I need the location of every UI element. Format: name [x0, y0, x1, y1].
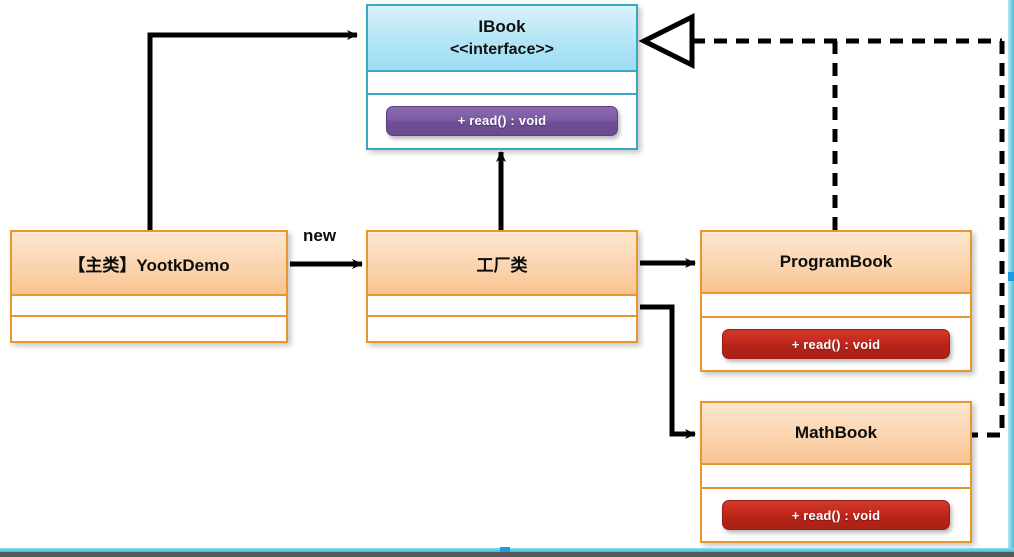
yootkdemo-operations-compartment — [12, 317, 286, 341]
edge-factory-to-mathbook — [640, 304, 696, 439]
edge-yootkdemo-to-ibook — [147, 30, 358, 236]
ibook-method-read[interactable]: + read() : void — [386, 105, 618, 136]
class-box-factory[interactable]: 工厂类 — [366, 230, 638, 343]
programbook-method-read[interactable]: + read() : void — [722, 329, 950, 359]
edge-realization-to-ibook — [638, 12, 1005, 438]
ibook-attributes-compartment — [368, 72, 636, 95]
programbook-title: ProgramBook — [779, 252, 893, 271]
programbook-attributes-compartment — [702, 294, 970, 318]
yootkdemo-header: 【主类】YootkDemo — [12, 232, 286, 296]
mathbook-title: MathBook — [794, 423, 878, 442]
ibook-stereotype: <<interface>> — [449, 40, 555, 58]
mathbook-header: MathBook — [702, 403, 970, 465]
factory-title: 工厂类 — [476, 255, 528, 275]
programbook-header: ProgramBook — [702, 232, 970, 294]
ibook-operations-compartment: + read() : void — [368, 95, 636, 146]
mathbook-method-read[interactable]: + read() : void — [722, 500, 950, 530]
ibook-title: IBook — [478, 16, 526, 36]
class-box-programbook[interactable]: ProgramBook + read() : void — [700, 230, 972, 372]
edge-label-new: new — [303, 226, 337, 245]
bottom-scrollbar-handle[interactable] — [500, 547, 510, 553]
mathbook-operations-compartment: + read() : void — [702, 489, 970, 541]
yootkdemo-title: 【主类】YootkDemo — [68, 255, 230, 275]
yootkdemo-attributes-compartment — [12, 296, 286, 317]
right-scrollbar-handle[interactable] — [1008, 272, 1014, 281]
factory-operations-compartment — [368, 317, 636, 341]
class-box-yootkdemo[interactable]: 【主类】YootkDemo — [10, 230, 288, 343]
class-box-mathbook[interactable]: MathBook + read() : void — [700, 401, 972, 543]
ibook-header: IBook <<interface>> — [368, 6, 636, 72]
bottom-status-bar — [0, 552, 1014, 557]
class-box-ibook[interactable]: IBook <<interface>> + read() : void — [366, 4, 638, 150]
factory-header: 工厂类 — [368, 232, 636, 296]
factory-attributes-compartment — [368, 296, 636, 317]
mathbook-attributes-compartment — [702, 465, 970, 489]
programbook-operations-compartment: + read() : void — [702, 318, 970, 370]
